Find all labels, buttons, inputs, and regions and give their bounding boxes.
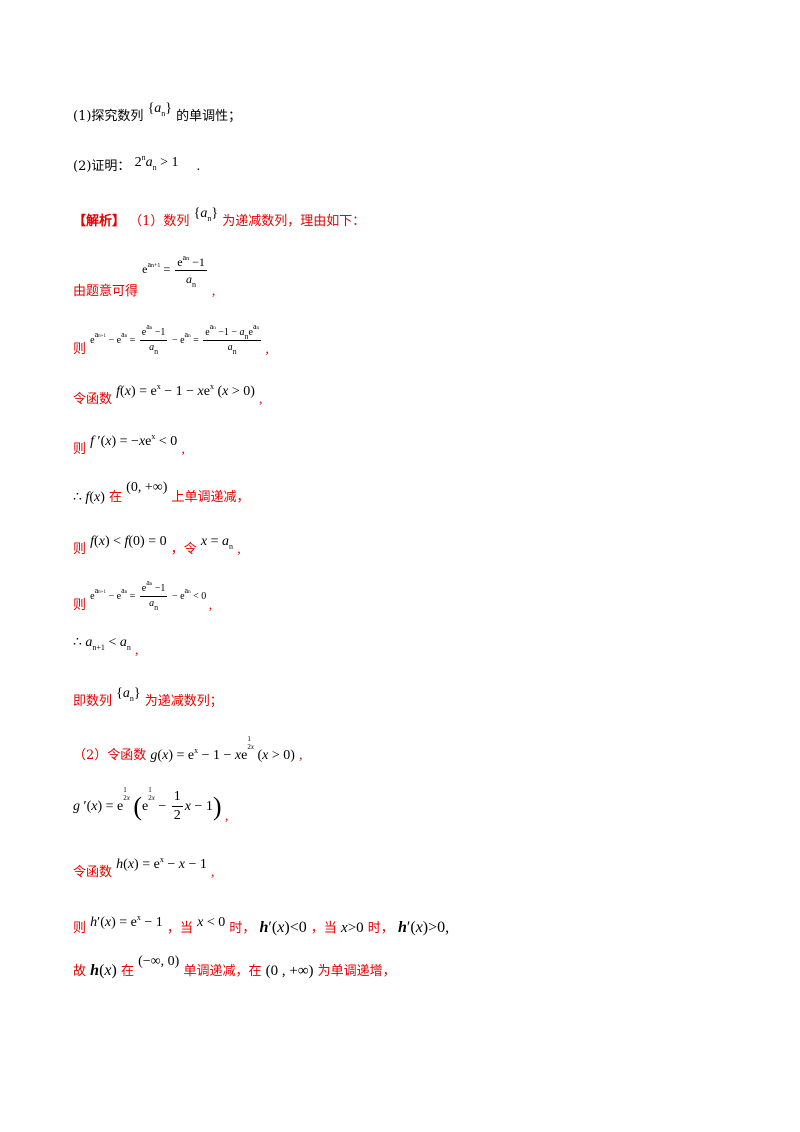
step-1-text: 由题意可得 bbox=[73, 284, 139, 300]
solution-header: 【解析】 （1）数列 {an} 为递减数列，理由如下： bbox=[73, 206, 366, 229]
step-12: 令函数 h(x) = ex − x − 1 , bbox=[73, 855, 215, 880]
step-13-formula-c: h′(x)<0 bbox=[259, 919, 307, 936]
step-14-formula-a: h(x) bbox=[90, 962, 117, 979]
solution-intro: （1）数列 bbox=[129, 214, 190, 229]
step-5-formula-a: ∴ f(x) bbox=[73, 490, 105, 505]
step-6-mid: ，令 bbox=[170, 542, 197, 557]
question-1-label: (1)探究数列 bbox=[73, 109, 144, 124]
step-12-formula: h(x) = ex − x − 1 bbox=[116, 855, 207, 872]
step-13-when: ，当 bbox=[166, 921, 193, 936]
step-3: 令函数 f(x) = ex − 1 − xex (x > 0) , bbox=[73, 382, 263, 407]
question-1: (1)探究数列 {an} 的单调性； bbox=[73, 102, 242, 124]
step-14-mid: 单调递减，在 bbox=[183, 964, 262, 979]
step-13-formula-e: h′(x)>0, bbox=[397, 919, 450, 936]
step-7-text: 则 bbox=[73, 597, 87, 613]
step-5: ∴ f(x) 在 (0, +∞) 上单调递减， bbox=[73, 480, 250, 505]
step-13-then-2: 时， bbox=[367, 921, 394, 936]
step-13-formula-b: x < 0 bbox=[197, 915, 226, 930]
step-14-at: 在 bbox=[120, 964, 134, 979]
step-9-text: 即数列 bbox=[73, 694, 113, 709]
step-9-tail: 为递减数列； bbox=[144, 694, 223, 709]
step-3-formula: f(x) = ex − 1 − xex (x > 0) bbox=[116, 382, 255, 399]
sequence-an-formula: {an} bbox=[147, 101, 173, 118]
step-10-text: （2）令函数 bbox=[73, 748, 147, 763]
step-6: 则 f(x) < f(0) = 0 ，令 x = an , bbox=[73, 534, 241, 557]
question-2: (2)证明： 2nan > 1 . bbox=[73, 153, 201, 174]
step-13-then: 时， bbox=[229, 921, 256, 936]
step-14-tail: 为单调递增， bbox=[317, 964, 396, 979]
step-13-when-2: ，当 bbox=[310, 921, 337, 936]
step-14: 故 h(x) 在 (−∞, 0) 单调递减，在 (0 , +∞) 为单调递增， bbox=[73, 955, 396, 979]
step-2-text: 则 bbox=[73, 341, 87, 357]
step-13-formula-a: h′(x) = ex − 1 bbox=[90, 913, 163, 930]
step-6-formula-b: x = an bbox=[200, 534, 234, 551]
step-14-text: 故 bbox=[73, 964, 87, 979]
step-3-text: 令函数 bbox=[73, 392, 113, 407]
step-4-formula: f ′(x) = −xex < 0 bbox=[90, 432, 178, 449]
solution-intro-tail: 为递减数列，理由如下： bbox=[222, 214, 366, 229]
solution-tag: 【解析】 bbox=[73, 214, 126, 229]
step-14-interval-a: (−∞, 0) bbox=[138, 954, 180, 969]
question-1-tail: 的单调性； bbox=[176, 109, 242, 124]
step-13: 则 h′(x) = ex − 1 ，当 x < 0 时， h′(x)<0 ，当 … bbox=[73, 913, 449, 936]
step-14-interval-b: (0 , +∞) bbox=[265, 963, 314, 979]
step-4: 则 f ′(x) = −xex < 0 , bbox=[73, 432, 185, 457]
step-9: 即数列 {an} 为递减数列； bbox=[73, 686, 223, 709]
step-8: ∴ an+1 < an , bbox=[73, 635, 139, 658]
step-13-text: 则 bbox=[73, 921, 87, 936]
step-4-text: 则 bbox=[73, 442, 87, 457]
step-12-text: 令函数 bbox=[73, 865, 113, 880]
step-6-text: 则 bbox=[73, 542, 87, 557]
step-5-interval: (0, +∞) bbox=[126, 480, 168, 495]
step-6-formula: f(x) < f(0) = 0 bbox=[90, 534, 167, 549]
question-2-label: (2)证明： bbox=[73, 159, 131, 174]
inequality-formula: 2nan > 1 bbox=[134, 153, 179, 172]
step-13-formula-d: x>0 bbox=[341, 920, 364, 936]
step-8-formula: ∴ an+1 < an bbox=[73, 635, 131, 652]
step-5-text: 上单调递减， bbox=[171, 490, 250, 505]
